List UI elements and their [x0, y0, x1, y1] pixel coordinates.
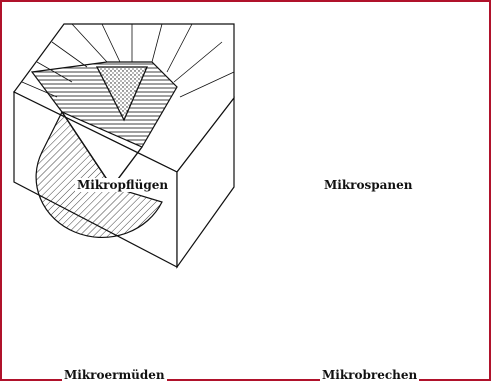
label-mikrospanen: Mikrospanen: [322, 178, 415, 192]
label-mikropfluegen: Mikropflügen: [75, 178, 170, 192]
label-mikrobrechen: Mikrobrechen: [320, 368, 419, 382]
label-mikroermueden: Mikroermüden: [62, 368, 167, 382]
panel-mikropfluegen: [14, 24, 234, 267]
